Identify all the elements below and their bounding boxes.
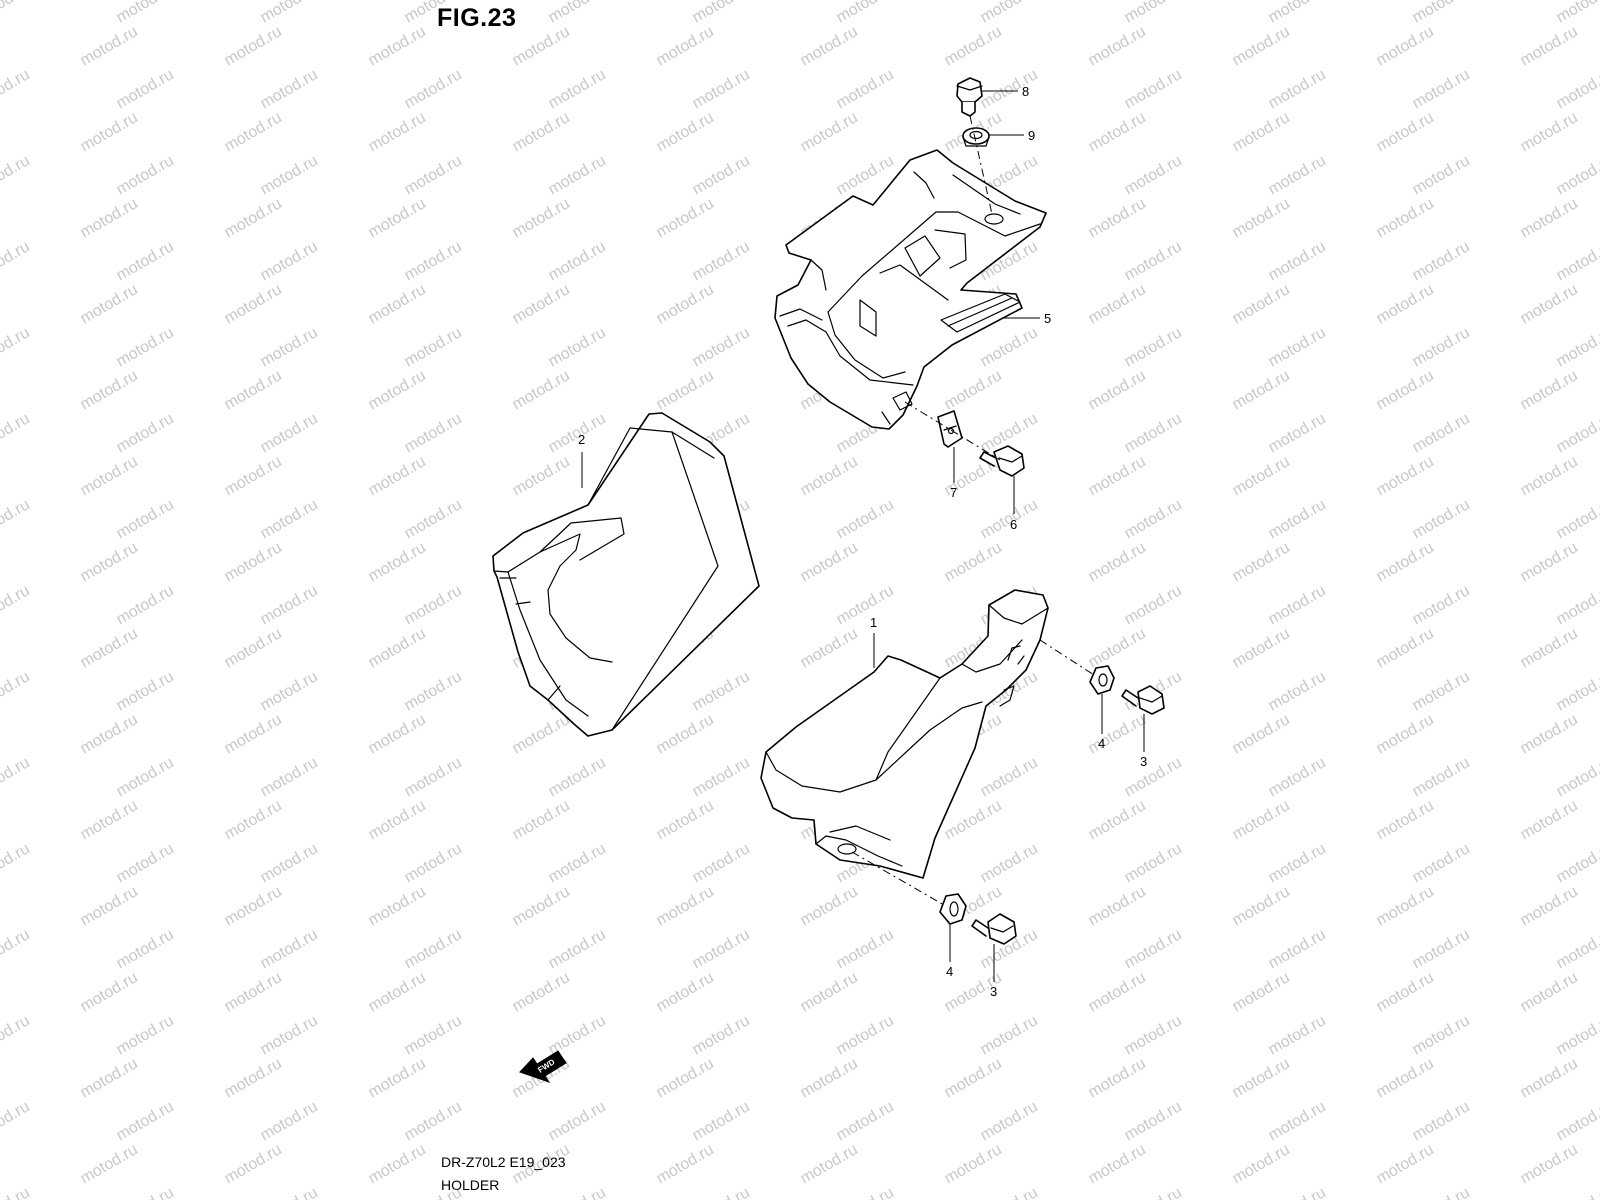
part-4-washer-lower[interactable]	[939, 893, 967, 925]
callout-3-upper: 3	[1140, 754, 1147, 769]
part-3-bolt-upper[interactable]	[1121, 685, 1165, 715]
leader-lines	[581, 90, 1145, 982]
figure-name: HOLDER	[441, 1177, 500, 1193]
fwd-direction-arrow: FWD	[519, 1050, 567, 1083]
callout-8: 8	[1022, 84, 1029, 99]
callout-5: 5	[1044, 311, 1051, 326]
part-2-cover[interactable]	[492, 412, 760, 737]
part-5-battery-holder[interactable]	[774, 149, 1047, 430]
callout-3-lower: 3	[990, 984, 997, 999]
callout-6: 6	[1010, 517, 1017, 532]
part-9-grommet[interactable]	[962, 127, 990, 147]
part-4-washer-upper[interactable]	[1089, 665, 1115, 695]
callout-2: 2	[578, 432, 585, 447]
part-1-side-cover[interactable]	[760, 589, 1049, 879]
callout-1: 1	[870, 615, 877, 630]
callout-7: 7	[950, 485, 957, 500]
figure-code: DR-Z70L2 E19_023	[441, 1154, 566, 1170]
callout-9: 9	[1028, 128, 1035, 143]
part-6-screw[interactable]	[979, 445, 1025, 477]
part-8-bolt[interactable]	[956, 77, 983, 117]
part-7-clip-nut[interactable]	[937, 410, 963, 448]
callout-4-lower: 4	[946, 964, 953, 979]
figure-title: FIG.23	[437, 4, 517, 32]
part-3-bolt-lower[interactable]	[971, 913, 1017, 945]
callout-labels: 8 9 5 7 6 2 1 4 3 4 3	[578, 84, 1147, 999]
callout-4-upper: 4	[1098, 736, 1105, 751]
